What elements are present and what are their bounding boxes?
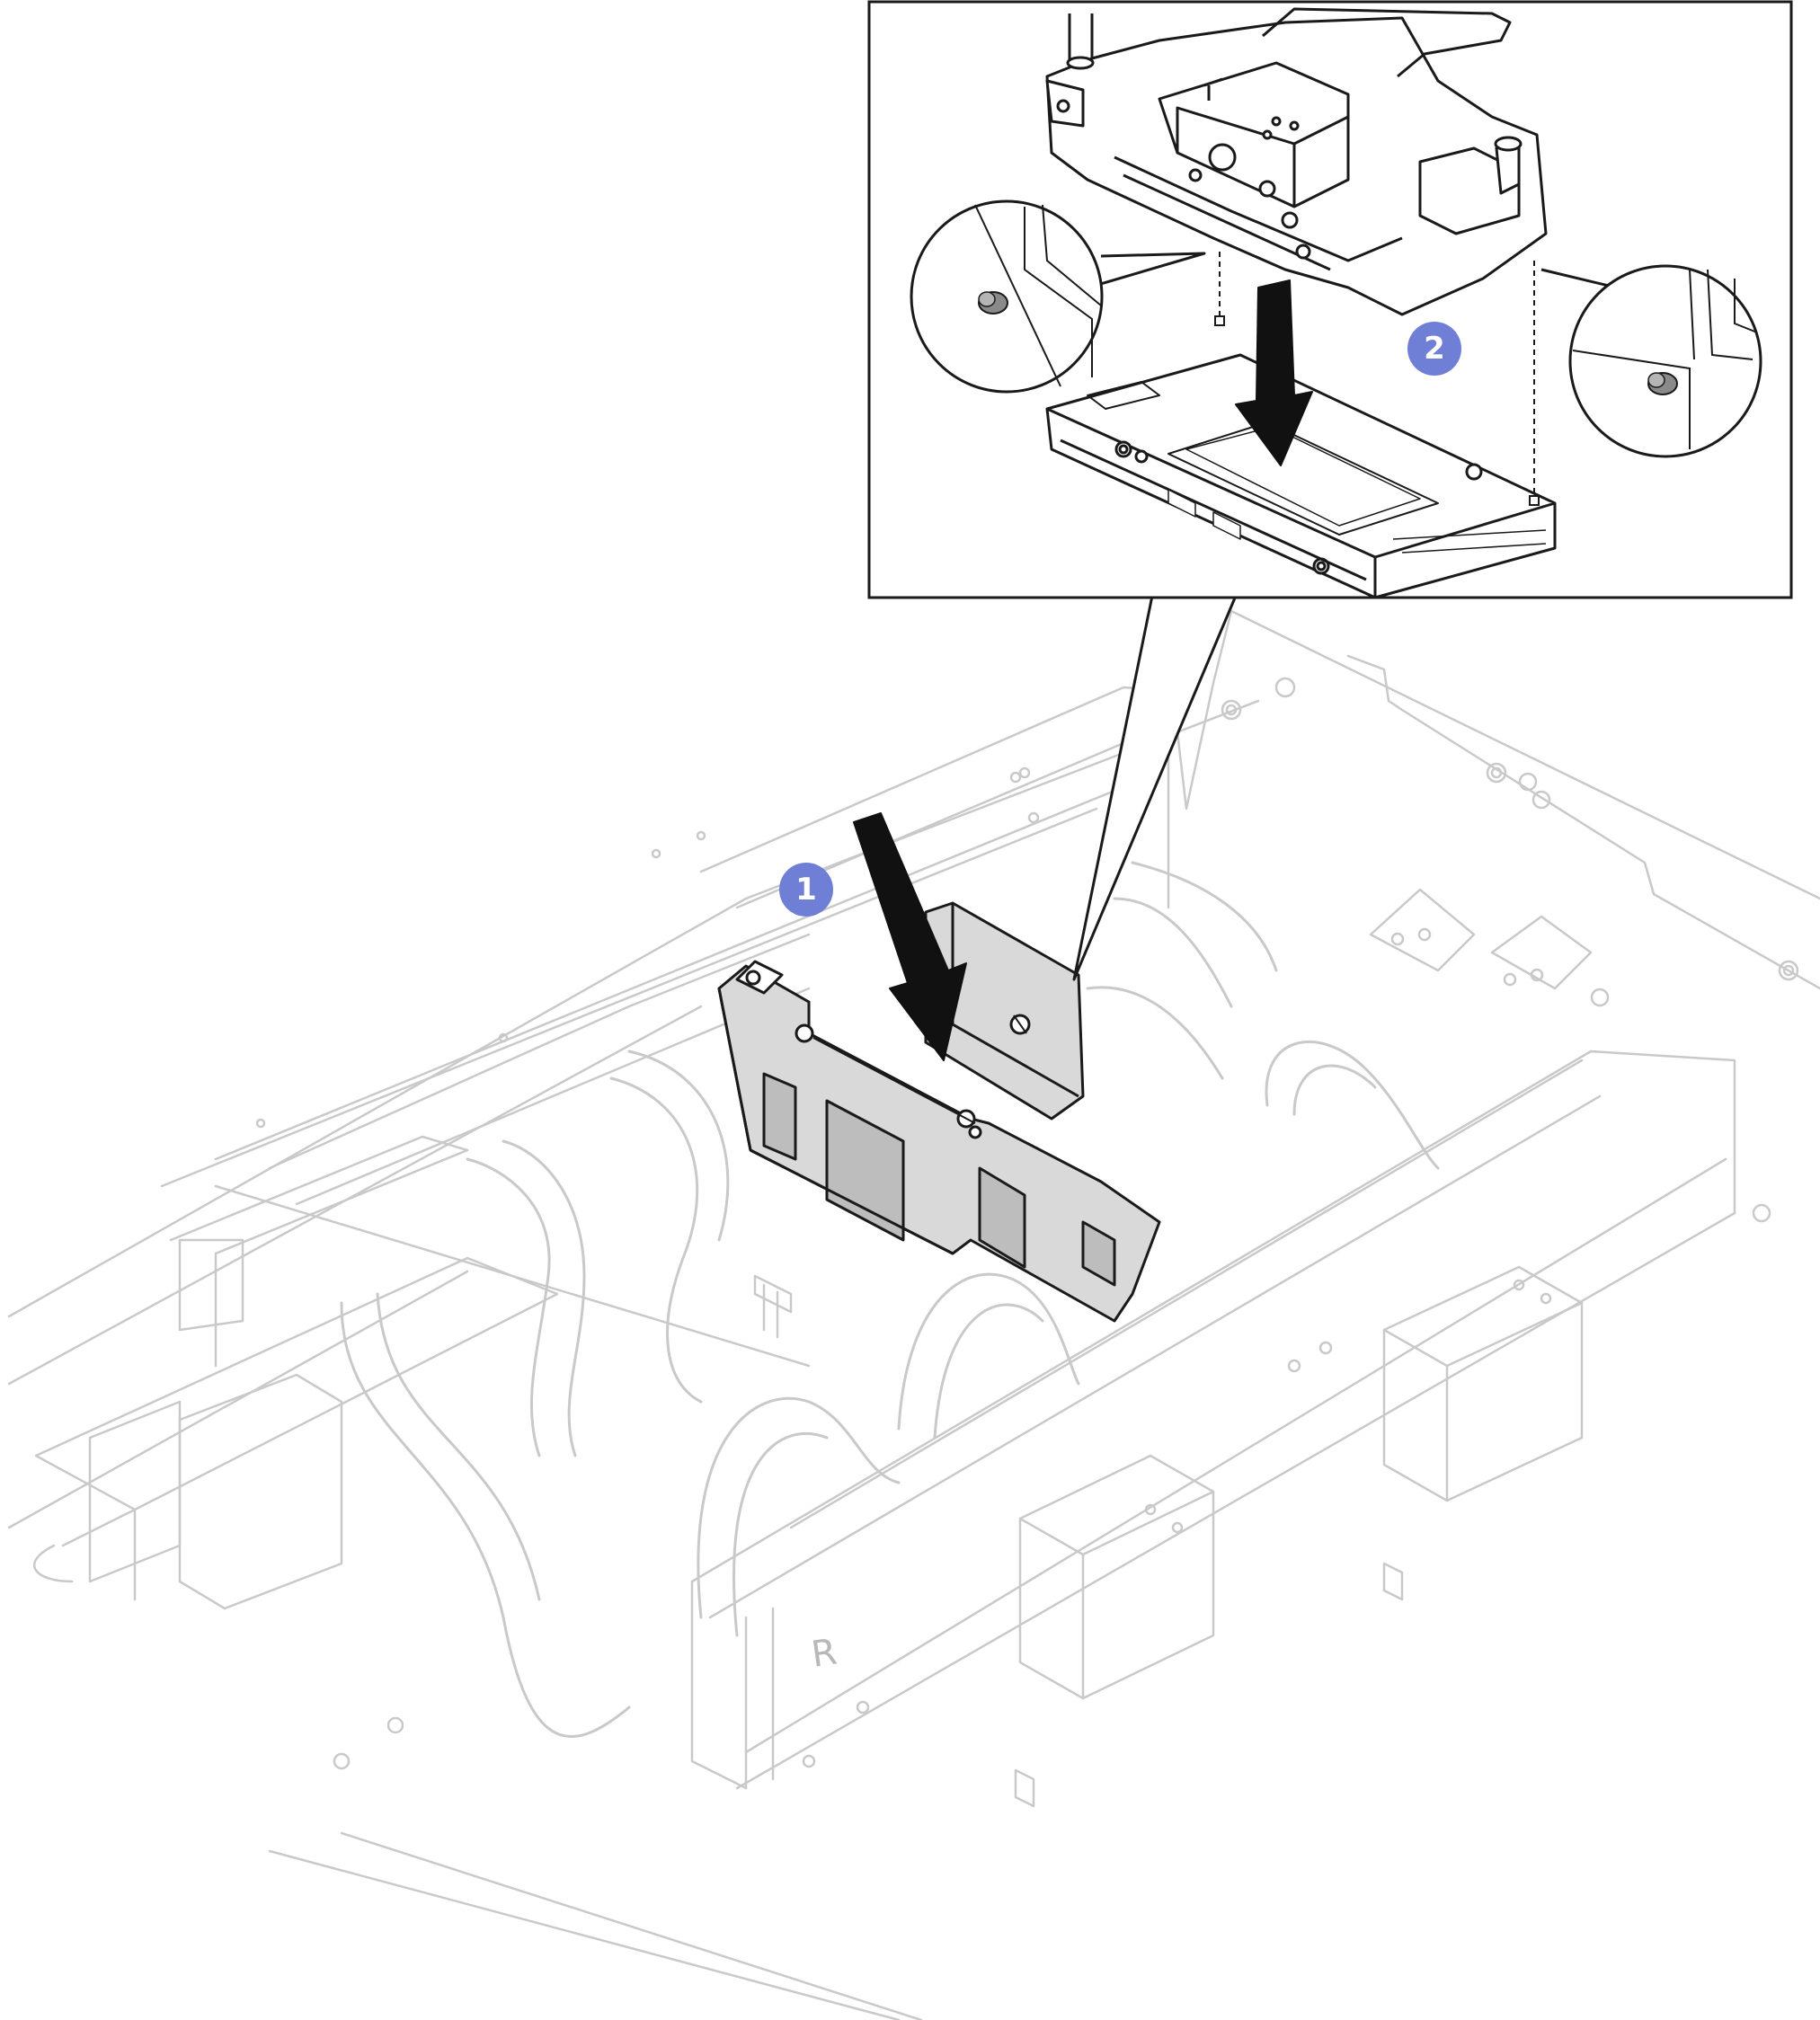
step1-arrow [853,812,967,1061]
upper-module [1045,7,1548,316]
zoom-leader [1072,595,1238,981]
step1-callout: 1 [779,863,833,917]
cold-plate [1045,353,1557,599]
guide-pin-detail-right [1540,264,1762,458]
svg-text:1: 1 [795,872,817,908]
server-chassis [7,609,1820,2020]
guide-pin-detail-left [910,199,1206,394]
step2-callout: 2 [1407,322,1461,376]
step2-arrow [1235,279,1313,466]
detail-inset: 2 [867,0,1793,599]
coolant-module-assembly [717,901,1161,1323]
side-letter-r: R [809,1631,839,1675]
svg-text:2: 2 [1424,331,1445,367]
